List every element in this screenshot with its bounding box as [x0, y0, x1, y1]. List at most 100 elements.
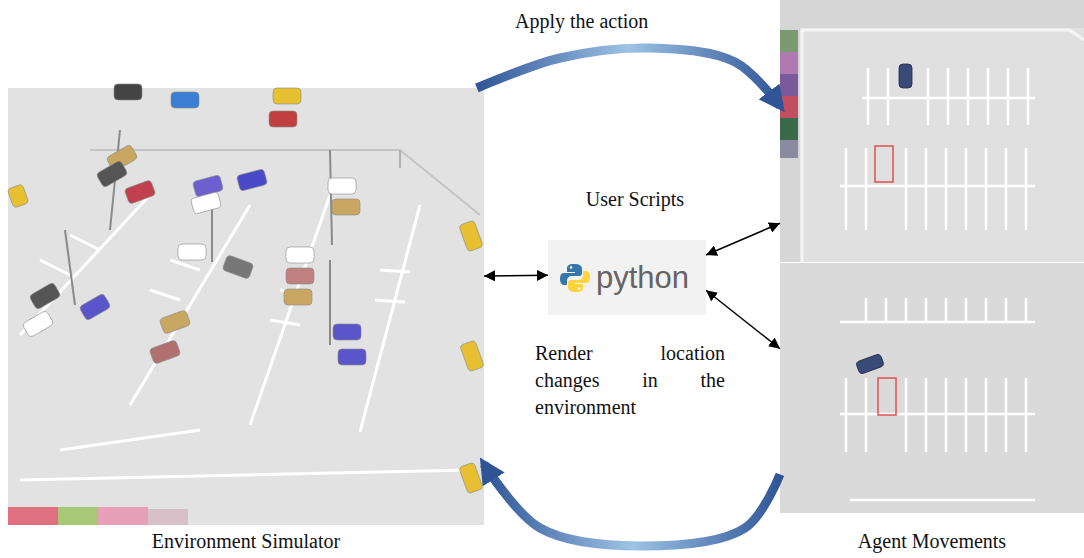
stall-line — [1025, 148, 1028, 230]
container — [58, 507, 98, 525]
stall-line — [40, 260, 70, 275]
stall-line — [925, 298, 928, 322]
light-pole — [330, 150, 332, 245]
stall-line — [967, 68, 970, 125]
container — [780, 74, 798, 96]
stall-line — [887, 68, 890, 125]
double-arrow — [484, 275, 548, 277]
container — [148, 509, 188, 525]
car — [286, 247, 314, 263]
stall-line — [60, 430, 200, 450]
containers — [8, 507, 188, 525]
target-spot — [878, 378, 896, 415]
stall-line — [905, 148, 908, 230]
logo-snake-yellow — [568, 271, 590, 292]
container — [780, 96, 798, 118]
stall-line — [905, 298, 908, 322]
simulator-scene — [7, 84, 484, 525]
container — [98, 507, 148, 525]
stall-line — [845, 378, 848, 452]
curved-arrow — [484, 464, 780, 546]
car — [222, 255, 254, 280]
stall-line — [965, 298, 968, 322]
lot-surface — [800, 28, 1084, 262]
stall-line — [70, 235, 100, 250]
light-pole — [329, 260, 331, 345]
edge-label: Render location changes in the environme… — [535, 340, 725, 421]
edge-label: Apply the action — [515, 8, 730, 35]
stall-line — [865, 148, 868, 230]
car — [459, 220, 484, 252]
stall-line — [130, 205, 250, 405]
stall-line — [150, 290, 180, 300]
stall-line — [1025, 378, 1028, 452]
stall-line — [20, 470, 470, 480]
container — [780, 52, 798, 74]
fence — [90, 150, 480, 215]
stall-line — [1027, 68, 1030, 125]
simulator-panel: Environment Simulator — [8, 88, 484, 558]
logo-eye — [570, 266, 573, 269]
container — [780, 140, 798, 158]
stall-line — [947, 68, 950, 125]
stall-line — [845, 148, 848, 230]
car — [338, 349, 366, 365]
lot-ground — [8, 88, 484, 525]
stall-line — [170, 260, 200, 270]
stall-line — [1005, 378, 1008, 452]
stall-line — [925, 378, 928, 452]
curved-arrow — [477, 48, 780, 106]
stall-line — [867, 68, 870, 125]
stall-line — [270, 320, 300, 325]
caption-label: User Scripts — [545, 186, 725, 213]
agent-frame-top — [780, 0, 1084, 262]
car — [286, 268, 314, 284]
car — [273, 88, 301, 104]
stall-line — [1005, 298, 1008, 322]
stall-line — [985, 378, 988, 452]
container — [780, 118, 798, 140]
stall-lines — [20, 195, 470, 480]
stall-line — [985, 298, 988, 322]
python-logo — [560, 263, 590, 293]
stall-line — [360, 205, 420, 432]
car — [149, 340, 181, 365]
stall-line — [927, 68, 930, 125]
car — [124, 180, 156, 205]
car — [333, 324, 361, 340]
stall-line — [945, 148, 948, 230]
agent-car — [899, 64, 912, 88]
stall-line — [250, 195, 330, 425]
stall-line — [985, 148, 988, 230]
stall-line — [925, 148, 928, 230]
stall-line — [865, 298, 868, 322]
stall-line — [1025, 298, 1028, 322]
car — [190, 192, 221, 215]
node-text: Agent Movements — [858, 529, 1006, 554]
car — [460, 340, 485, 372]
fence — [399, 150, 401, 168]
light-poles — [65, 130, 332, 345]
stall-line — [1007, 68, 1010, 125]
stall-line — [987, 68, 990, 125]
python-box: python — [548, 240, 706, 315]
car — [332, 199, 360, 215]
car — [159, 310, 191, 335]
stall-line — [905, 378, 908, 452]
light-pole — [65, 230, 75, 305]
stall-line — [1005, 148, 1008, 230]
car — [236, 169, 267, 192]
agent-car — [856, 353, 885, 374]
car — [328, 178, 356, 194]
node-text: python — [596, 262, 689, 293]
double-arrow — [706, 223, 780, 255]
stall-lines — [840, 68, 1035, 230]
logo-eye — [578, 287, 581, 290]
stall-lines — [840, 298, 1035, 500]
stall-line — [380, 270, 410, 272]
car — [96, 160, 128, 188]
car — [178, 244, 206, 260]
